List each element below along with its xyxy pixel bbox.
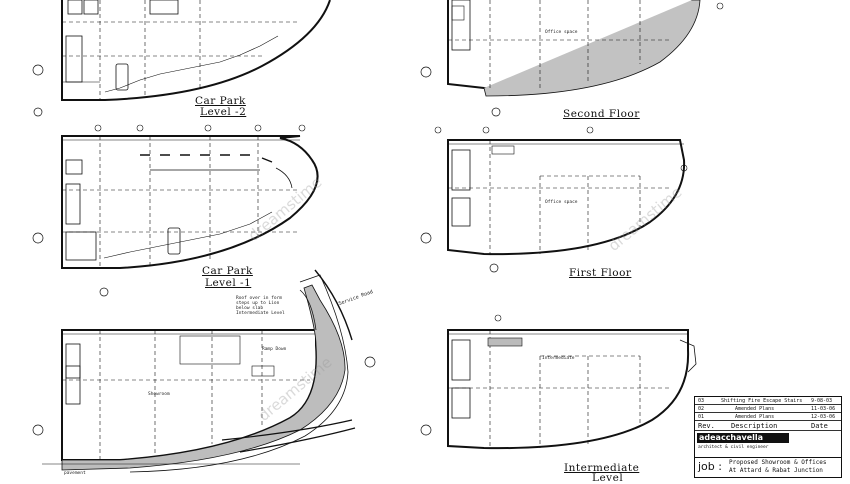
plan-first-floor — [420, 126, 688, 273]
title-car-park-level-2: Car Park — [195, 95, 246, 107]
plan-car-park-level-1 — [32, 124, 319, 297]
job-line-2: At Attard & Rabat Junction — [729, 467, 823, 474]
title-first-floor: First Floor — [569, 267, 632, 279]
plan-intermediate — [420, 314, 697, 450]
title-second-floor: Second Floor — [563, 108, 640, 120]
firm-logo: adeacchavella — [697, 433, 789, 443]
ramp-label: Ramp Down — [262, 347, 287, 352]
subtitle-intermediate: Level — [592, 472, 624, 484]
subtitle-car-park-level-1: Level -1 — [205, 277, 252, 289]
plan-car-park-level-2 — [32, 0, 331, 117]
plan-second-floor — [420, 0, 724, 117]
revision-row: 01 Amended Plans 12-03-06 — [695, 413, 841, 421]
title-block: 03 Shifting Fire Escape Stairs 9-08-03 0… — [694, 396, 842, 478]
plan-ground-floor — [32, 269, 376, 473]
revision-header: Rev. Description Date — [695, 421, 841, 431]
subtitle-car-park-level-2: Level -2 — [200, 106, 247, 118]
roof-note: Roof over in form steps up to Lion below… — [236, 296, 285, 316]
pavement-label: pavement — [64, 471, 86, 476]
title-intermediate: Intermediate — [564, 462, 640, 474]
room-label-intermediate: Intermediate — [542, 356, 575, 361]
job-label: job : — [698, 460, 722, 473]
room-label-showroom: Showroom — [148, 392, 170, 397]
job-line-1: Proposed Showroom & Offices — [729, 459, 827, 466]
revision-row: 02 Amended Plans 11-03-06 — [695, 405, 841, 413]
revision-row: 03 Shifting Fire Escape Stairs 9-08-03 — [695, 397, 841, 405]
title-car-park-level-1: Car Park — [202, 265, 253, 277]
room-label-first-floor: Office space — [545, 200, 578, 205]
firm-subtitle: architect & civil engineer — [698, 445, 769, 450]
room-label-second-floor: Office space — [545, 30, 578, 35]
